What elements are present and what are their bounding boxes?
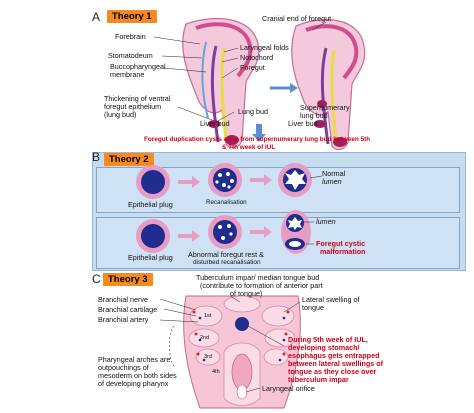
label-pharyngeal-3: mesoderm on both sides xyxy=(98,371,177,380)
label-forebrain: Forebrain xyxy=(115,32,146,41)
c-note-line-1: During 5th week of IUL, xyxy=(288,335,368,344)
panel-b-letter: B xyxy=(92,150,101,164)
label-pharyngeal-1: Pharyngeal arches are xyxy=(98,355,171,364)
panel-c-letter: C xyxy=(92,272,101,286)
label-branchial-cartilage: Branchial cartilage xyxy=(98,305,158,314)
c-note-line-3: esophagus gets entrapped xyxy=(288,351,380,360)
label-branchial-artery: Branchial artery xyxy=(98,315,149,324)
c-note-line-4: between lateral swellings of xyxy=(288,359,384,368)
label-stomatodeum: Stomatodeum xyxy=(108,51,153,60)
label-foregut: Foregut xyxy=(240,63,265,72)
panel-b-theory-badge: Theory 2 xyxy=(104,153,154,166)
label-supernumerary-lung-bud: lung bud xyxy=(300,111,328,120)
embryo-right xyxy=(291,19,366,151)
b-row2-abnormal-2: disturbed recanalisation xyxy=(193,259,261,266)
label-branchial-nerve: Branchial nerve xyxy=(98,295,148,304)
label-lung-bud: Lung bud xyxy=(238,107,268,116)
label-arch-1st: 1st xyxy=(204,313,212,319)
label-pharyngeal-4: of developing pharynx xyxy=(98,379,169,388)
panel-c-note: During 5th week of IUL, developing stoma… xyxy=(288,336,383,384)
label-thickening-2: foregut epithelium xyxy=(104,102,162,111)
label-liver-bud-left: Liver bud xyxy=(200,119,230,128)
c-note-line-6: tuberculum impar xyxy=(288,375,349,384)
b-row2-cystic-1: Foregut cystic xyxy=(316,239,366,248)
label-supernumerary: Supernumerary xyxy=(300,103,350,112)
label-arch-4th: 4th xyxy=(212,369,220,375)
b-row1-lumen: lumen xyxy=(322,177,342,186)
b-row1-recanalisation: Recanalisation xyxy=(206,199,247,206)
b-row2-abnormal-1: Abnormal foregut rest & xyxy=(188,250,264,259)
label-thickening-1: Thickening of ventral xyxy=(104,94,171,103)
b-row2-cystic-2: malformation xyxy=(320,247,366,256)
panel-a-theory-badge: Theory 1 xyxy=(107,10,157,23)
label-liver-bud-right: Liver bud xyxy=(288,119,318,128)
embryo-left xyxy=(182,18,260,149)
label-arch-2nd: 2nd xyxy=(200,335,210,341)
label-buccopharyngeal: Buccopharyngeal xyxy=(110,62,166,71)
b-row2-epithelial-plug: Epithelial plug xyxy=(128,253,173,262)
c-note-line-5: tongue as they close over xyxy=(288,367,377,376)
panel-a-letter: A xyxy=(92,10,101,24)
panel-a-note-line-2: & 7th week of IUL xyxy=(222,144,276,151)
label-tuberculum-2: (contribute to formation of anterior par… xyxy=(200,281,323,290)
panel-c-theory-badge: Theory 3 xyxy=(103,273,153,286)
label-lateral-swelling-2: tongue xyxy=(302,303,324,312)
label-arch-3rd: 3rd xyxy=(204,354,212,360)
label-tuberculum-3: of tongue) xyxy=(230,289,263,298)
label-lateral-swelling-1: Lateral swelling of xyxy=(302,295,360,304)
panel-a-note-line-1: Foregut duplication cysts arise from sup… xyxy=(144,136,371,143)
label-buccopharyngeal-membrane: membrane xyxy=(110,70,145,79)
b-row1-epithelial-plug: Epithelial plug xyxy=(128,200,173,209)
c-note-line-2: developing stomach/ xyxy=(288,343,360,352)
b-row1-normal: Normal xyxy=(322,169,346,178)
label-pharyngeal-2: outpouchings of xyxy=(98,363,149,372)
label-thickening-3: (lung bud) xyxy=(104,110,137,119)
label-tuberculum-1: Tuberculum impar/ median tongue bud xyxy=(196,273,320,282)
label-laryngeal-folds: Laryngeal folds xyxy=(240,43,289,52)
label-laryngeal-orifice: Laryngeal orifice xyxy=(262,384,315,393)
b-row2-lumen: lumen xyxy=(316,217,336,226)
label-cranial-end-foregut: Cranial end of foregut xyxy=(262,14,332,23)
label-notochord: Notochord xyxy=(240,53,274,62)
